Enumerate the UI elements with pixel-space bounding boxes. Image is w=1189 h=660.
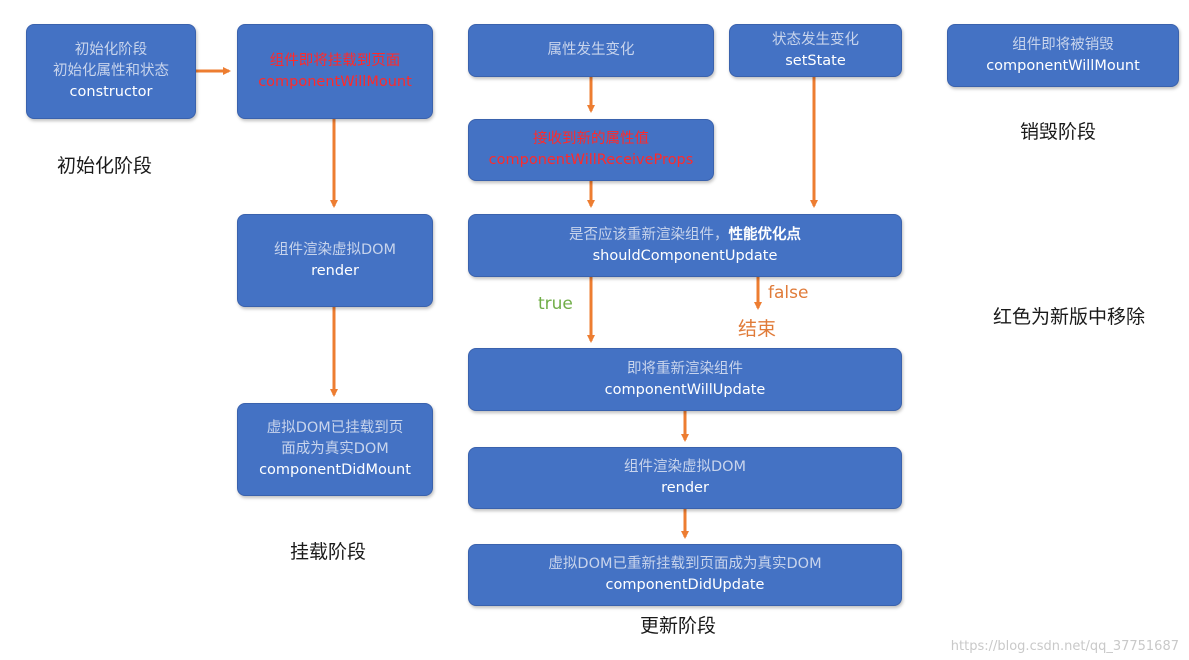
render-update-line1: 组件渲染虚拟DOM	[623, 459, 747, 475]
did-update-line1: 虚拟DOM已重新挂载到页面成为真实DOM	[548, 556, 822, 572]
will-update-box: 即将重新渲染组件 componentWillUpdate	[468, 348, 902, 411]
unmount-line1: 组件即将被销毁	[1012, 36, 1114, 53]
props-change-box: 属性发生变化	[468, 24, 714, 77]
true-label: true	[538, 294, 573, 314]
init-box-line2: 初始化属性和状态	[53, 63, 169, 79]
init-box-line1: 初始化阶段	[74, 42, 148, 58]
render-update-line2: render	[661, 480, 709, 496]
watermark: https://blog.csdn.net/qq_37751687	[950, 639, 1179, 654]
receive-props-box: 接收到新的属性值 componentWillReceiveProps	[468, 119, 714, 181]
will-update-line1: 即将重新渲染组件	[627, 360, 743, 377]
unmount-line2: componentWillMount	[986, 57, 1140, 74]
legend-removed-note: 红色为新版中移除	[993, 306, 1146, 328]
did-mount-box: 虚拟DOM已挂载到页 面成为真实DOM componentDidMount	[237, 403, 433, 496]
init-box: 初始化阶段 初始化属性和状态 constructor	[26, 24, 196, 119]
false-label: false	[768, 283, 809, 303]
will-update-line2: componentWillUpdate	[604, 381, 766, 398]
end-label: 结束	[738, 318, 777, 340]
should-update-question: 是否应该重新渲染组件，	[569, 226, 729, 243]
state-change-box: 状态发生变化 setState	[729, 24, 902, 77]
render-update-box: 组件渲染虚拟DOM render	[468, 447, 902, 509]
stage-destroy-label: 销毁阶段	[1020, 121, 1097, 143]
stage-update-label: 更新阶段	[640, 615, 717, 637]
render-mount-line2: render	[311, 262, 359, 279]
receive-props-line2: componentWillReceiveProps	[488, 152, 694, 168]
did-mount-line1: 虚拟DOM已挂载到页	[266, 420, 404, 436]
props-change-line1: 属性发生变化	[547, 42, 635, 58]
render-mount-line1: 组件渲染虚拟DOM	[273, 241, 397, 258]
should-update-line2: shouldComponentUpdate	[592, 247, 778, 264]
should-update-optimization: 性能优化点	[728, 226, 802, 243]
unmount-box: 组件即将被销毁 componentWillMount	[947, 24, 1179, 87]
should-update-box: 是否应该重新渲染组件，性能优化点 shouldComponentUpdate	[468, 214, 902, 277]
state-change-line1: 状态发生变化	[772, 31, 859, 48]
did-update-box: 虚拟DOM已重新挂载到页面成为真实DOM componentDidUpdate	[468, 544, 902, 606]
will-mount-line2: componentWillMount	[258, 73, 412, 90]
stage-mount-label: 挂载阶段	[290, 541, 367, 563]
stage-init-label: 初始化阶段	[57, 155, 153, 177]
render-mount-box: 组件渲染虚拟DOM render	[237, 214, 433, 307]
will-mount-box: 组件即将挂载到页面 componentWillMount	[237, 24, 433, 119]
should-update-line1: 是否应该重新渲染组件，性能优化点	[569, 225, 801, 246]
receive-props-line1: 接收到新的属性值	[533, 131, 649, 147]
did-mount-line2: 面成为真实DOM	[281, 441, 389, 457]
did-mount-line3: componentDidMount	[259, 462, 411, 478]
state-change-line2: setState	[785, 52, 846, 69]
did-update-line2: componentDidUpdate	[605, 577, 765, 593]
will-mount-line1: 组件即将挂载到页面	[269, 52, 401, 69]
init-box-line3: constructor	[69, 84, 153, 100]
